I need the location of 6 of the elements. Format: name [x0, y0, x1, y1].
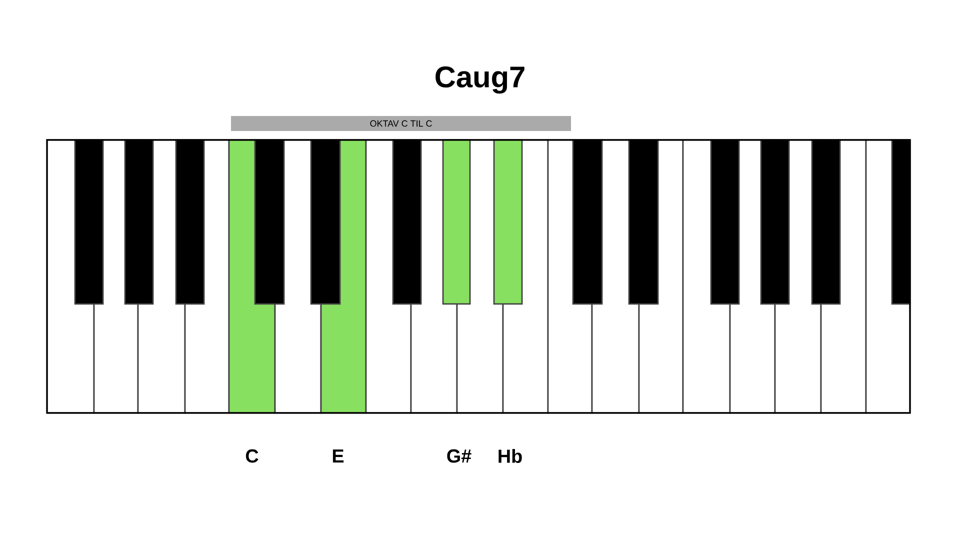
octave-bar: OKTAV C TIL C — [231, 116, 571, 131]
note-label: Hb — [498, 449, 522, 463]
title: Caug7 — [436, 66, 524, 94]
note-label: C — [246, 449, 258, 463]
note-label: E — [332, 449, 344, 462]
note-label: G# — [447, 449, 472, 463]
